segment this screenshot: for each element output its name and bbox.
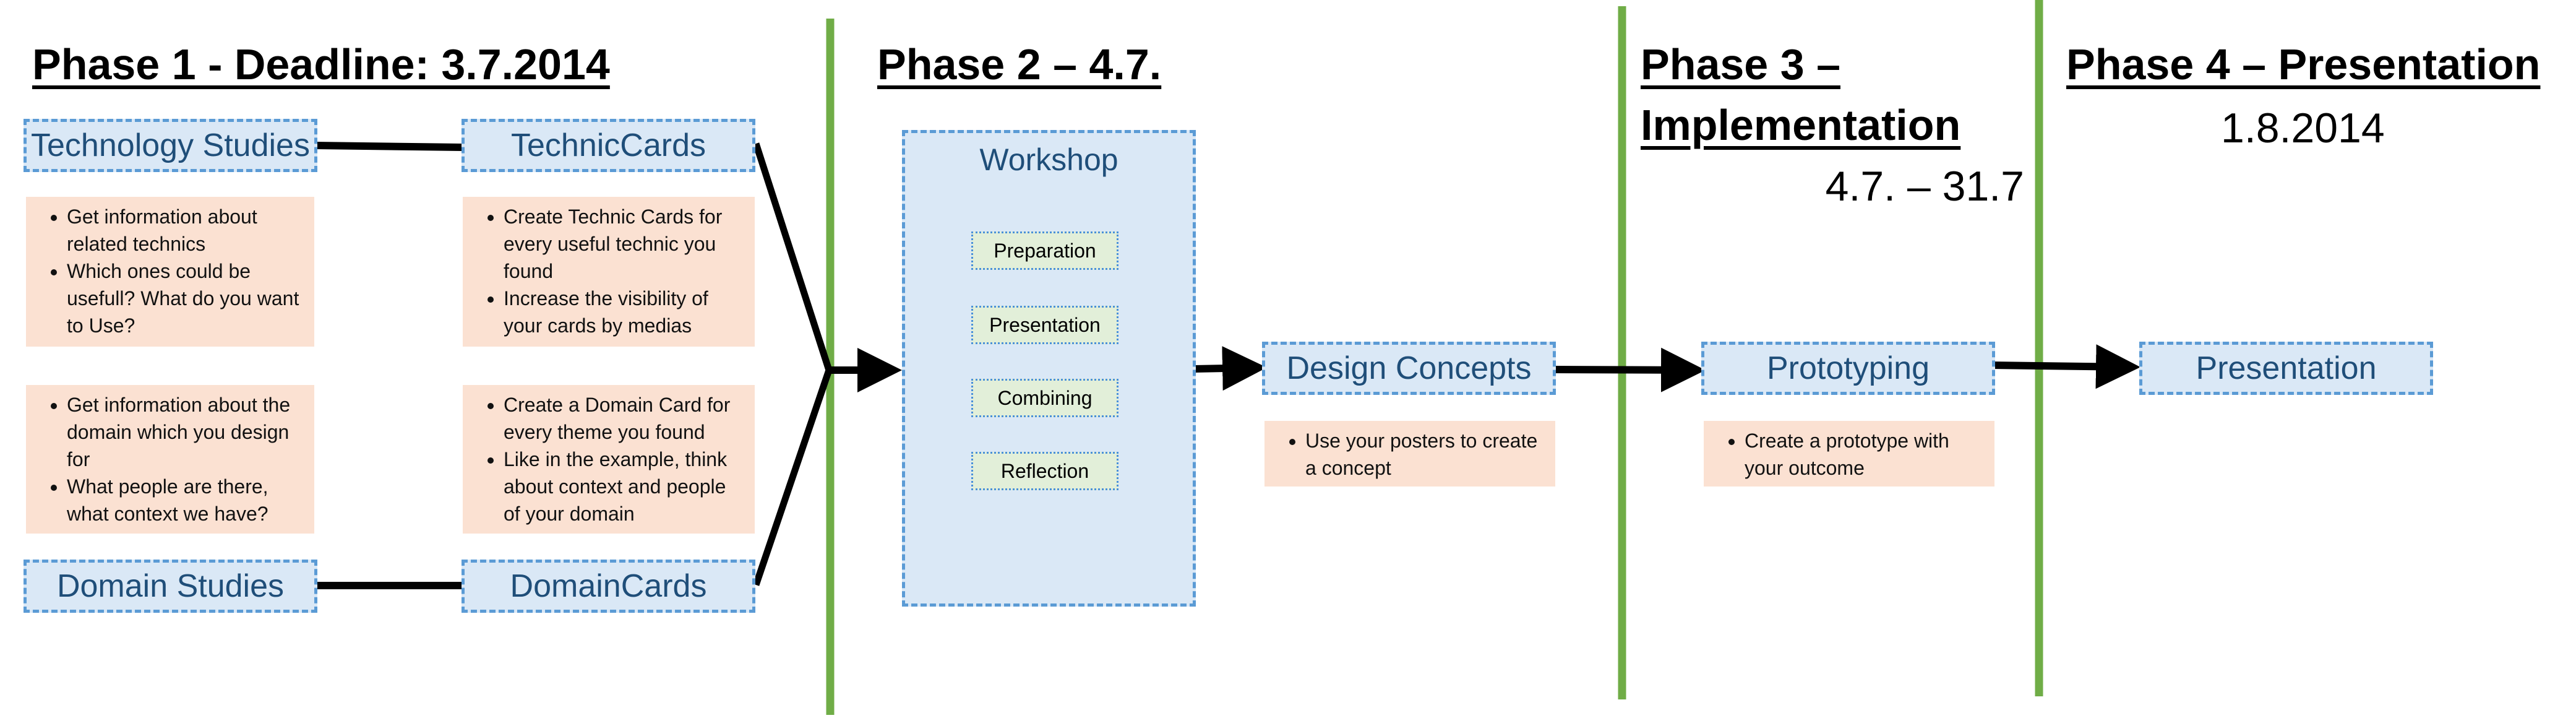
note-item: Use your posters to create a concept <box>1305 427 1548 482</box>
note-item: Like in the example, think about context… <box>504 446 747 527</box>
note-item: Get information about the domain which y… <box>67 391 307 473</box>
domain-studies-note: Get information about the domain which y… <box>26 385 314 534</box>
phase3-date: 4.7. – 31.7 <box>1825 163 2024 210</box>
converge-line-top <box>752 142 833 371</box>
phase1-heading: Phase 1 - Deadline: 3.7.2014 <box>32 40 610 89</box>
tech-studies-note: Get information about related technics W… <box>26 197 314 347</box>
arrow-prototyping-presentation <box>1991 344 2140 389</box>
technic-cards-note: Create Technic Cards for every useful te… <box>463 197 755 347</box>
phase4-date: 1.8.2014 <box>2221 105 2385 152</box>
note-item: Increase the visibility of your cards by… <box>504 285 747 339</box>
arrow-workshop-concepts <box>1193 346 1267 391</box>
technology-studies-box[interactable]: Technology Studies <box>24 119 317 172</box>
note-item: Create Technic Cards for every useful te… <box>504 203 747 285</box>
workshop-step-presentation[interactable]: Presentation <box>971 306 1118 344</box>
domain-cards-box[interactable]: DomainCards <box>462 560 755 613</box>
domain-studies-box[interactable]: Domain Studies <box>24 560 317 613</box>
note-item: Which ones could be usefull? What do you… <box>67 257 307 339</box>
note-item: Create a Domain Card for every theme you… <box>504 391 747 446</box>
technic-cards-box[interactable]: TechnicCards <box>462 119 755 172</box>
note-item: Get information about related technics <box>67 203 307 257</box>
workshop-title: Workshop <box>979 142 1118 177</box>
workshop-container[interactable]: Workshop <box>902 130 1196 607</box>
prototyping-box[interactable]: Prototyping <box>1701 342 1995 395</box>
link-technology-technic <box>315 142 463 151</box>
note-item: Create a prototype with your outcome <box>1745 427 1987 482</box>
converge-line-bottom <box>752 369 833 586</box>
design-concepts-note: Use your posters to create a concept <box>1264 421 1555 487</box>
phase4-heading: Phase 4 – Presentation <box>2066 40 2541 89</box>
presentation-box[interactable]: Presentation <box>2139 342 2433 395</box>
phase2-heading: Phase 2 – 4.7. <box>877 40 1162 89</box>
workshop-step-combining[interactable]: Combining <box>971 379 1118 417</box>
note-item: What people are there, what context we h… <box>67 473 307 527</box>
workshop-step-preparation[interactable]: Preparation <box>971 231 1118 270</box>
prototyping-note: Create a prototype with your outcome <box>1704 421 1994 487</box>
design-concepts-box[interactable]: Design Concepts <box>1262 342 1556 395</box>
domain-cards-note: Create a Domain Card for every theme you… <box>463 385 755 534</box>
phase3-heading-line2: Implementation <box>1641 101 1961 149</box>
phase3-heading-line1: Phase 3 – <box>1641 40 1840 89</box>
workshop-step-reflection[interactable]: Reflection <box>971 452 1118 490</box>
